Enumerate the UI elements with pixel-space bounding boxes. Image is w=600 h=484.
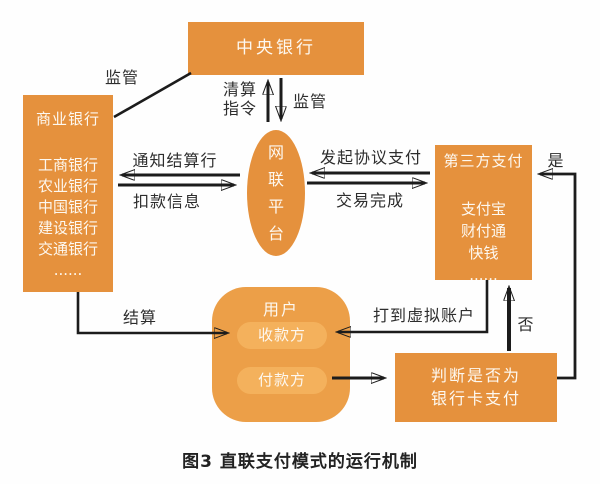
bank-item: 中国银行 bbox=[37, 198, 98, 216]
provider-item-ellipsis: ...... bbox=[469, 266, 498, 284]
provider-item: 财付通 bbox=[460, 222, 506, 240]
provider-item: 快钱 bbox=[468, 244, 499, 262]
decision-line2: 银行卡支付 bbox=[430, 389, 521, 408]
bank-card-decision-node: 判断是否为 银行卡支付 bbox=[395, 353, 557, 422]
bank-item: 建设银行 bbox=[37, 219, 98, 237]
bank-list: 工商银行 农业银行 中国银行 建设银行 交通银行 ...... bbox=[23, 155, 113, 281]
provider-list: 支付宝 财付通 快钱 ...... bbox=[435, 198, 532, 286]
central-bank-node: 中央银行 bbox=[188, 22, 364, 75]
commercial-bank-title: 商业银行 bbox=[35, 110, 100, 128]
third-party-title: 第三方支付 bbox=[443, 152, 524, 170]
provider-item: 支付宝 bbox=[460, 200, 506, 218]
payee-pill: 收款方 bbox=[237, 322, 327, 349]
settlement-label: 结算 bbox=[122, 308, 158, 327]
bank-item-ellipsis: ...... bbox=[53, 261, 83, 279]
user-title: 用户 bbox=[262, 300, 299, 319]
bank-item: 工商银行 bbox=[37, 156, 98, 174]
notify-settlement-label: 通知结算行 bbox=[132, 151, 218, 170]
third-party-payment-node: 第三方支付 支付宝 财付通 快钱 ...... bbox=[435, 145, 532, 284]
yes-arrow bbox=[540, 174, 577, 380]
decision-line1: 判断是否为 bbox=[430, 366, 521, 385]
bank-item: 农业银行 bbox=[37, 177, 98, 195]
no-label: 否 bbox=[517, 315, 535, 334]
netsunion-platform-node: 网联平台 bbox=[247, 130, 305, 256]
figure-caption: 图3 直联支付模式的运行机制 bbox=[182, 452, 418, 472]
supervise-diagonal-label: 监管 bbox=[104, 68, 140, 87]
transaction-complete-label: 交易完成 bbox=[335, 191, 405, 210]
commercial-bank-node: 商业银行 工商银行 农业银行 中国银行 建设银行 交通银行 ...... bbox=[23, 95, 113, 292]
bank-item: 交通银行 bbox=[37, 240, 98, 258]
initiate-protocol-label: 发起协议支付 bbox=[319, 148, 423, 167]
user-node: 用户 收款方 付款方 bbox=[212, 287, 350, 422]
to-virtual-account-label: 打到虚拟账户 bbox=[372, 306, 476, 325]
debit-info-label: 扣款信息 bbox=[132, 192, 202, 211]
clearing-instruction-label: 清算指令 bbox=[222, 80, 257, 118]
netsunion-platform-label: 网联平台 bbox=[267, 143, 284, 243]
yes-label: 是 bbox=[547, 151, 565, 170]
supervise-vertical-label: 监管 bbox=[292, 92, 328, 111]
payer-pill: 付款方 bbox=[237, 367, 327, 394]
